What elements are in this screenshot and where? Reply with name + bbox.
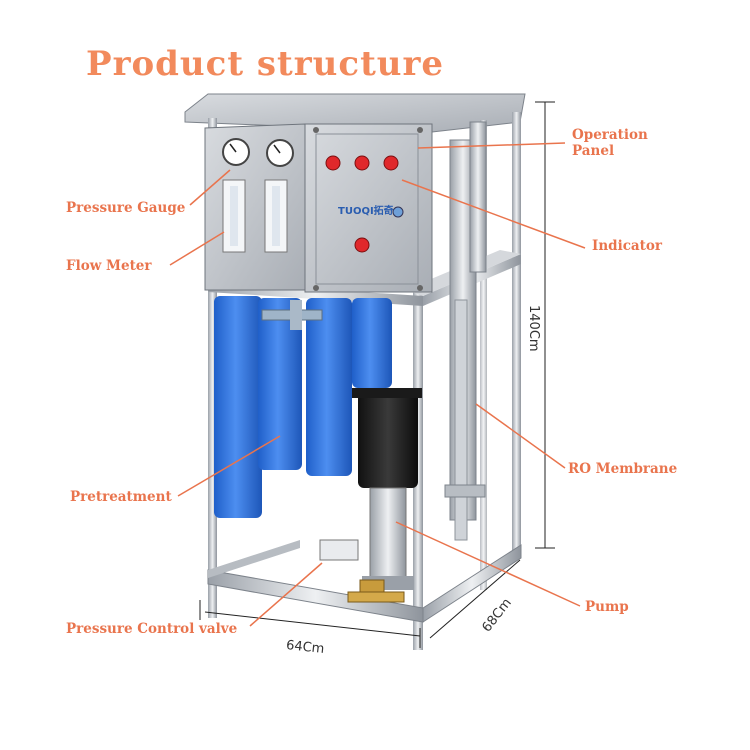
- power-button-icon: [354, 237, 370, 253]
- label-ro-membrane: RO Membrane: [568, 461, 678, 477]
- label-pressure-control-valve: Pressure Control valve: [66, 621, 238, 637]
- label-operation-panel: Operation Panel: [572, 127, 648, 159]
- pump: [352, 388, 422, 590]
- pretreatment-filters: [214, 296, 392, 518]
- dimension-height: 140Cm: [526, 305, 541, 352]
- label-indicator: Indicator: [592, 238, 663, 254]
- pressure-control-valve: [319, 539, 405, 603]
- dimension-lines: [199, 101, 555, 648]
- brand-logo: TUOQI拓奇: [338, 204, 394, 217]
- indicator-light-2-icon: [354, 155, 370, 171]
- label-pressure-gauge: Pressure Gauge: [66, 200, 186, 216]
- leader-lines: [169, 142, 586, 627]
- label-pretreatment: Pretreatment: [70, 489, 172, 505]
- gauge-panel: [204, 123, 306, 291]
- label-flow-meter: Flow Meter: [66, 258, 152, 274]
- ro-membrane: [444, 121, 487, 541]
- indicator-light-3-icon: [383, 155, 399, 171]
- indicator-light-1-icon: [325, 155, 341, 171]
- operation-panel: [304, 123, 433, 293]
- page-title: Product structure: [86, 44, 445, 84]
- label-pump: Pump: [585, 599, 629, 615]
